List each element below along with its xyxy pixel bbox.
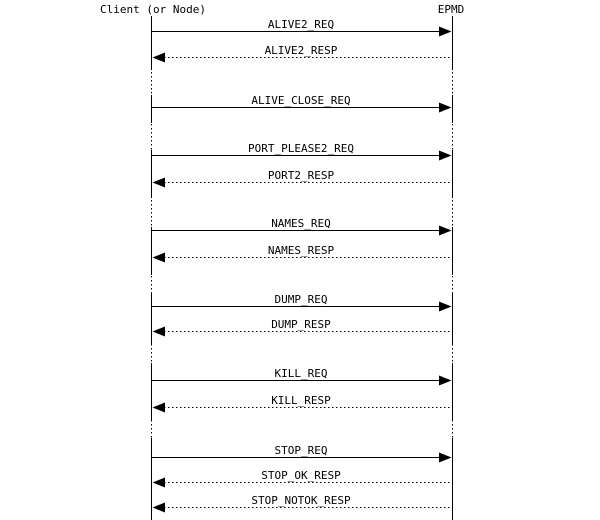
message-label: DUMP_RESP bbox=[271, 318, 331, 331]
arrowhead-left-icon bbox=[152, 177, 165, 188]
message-label: NAMES_REQ bbox=[271, 217, 331, 230]
message-label: DUMP_REQ bbox=[275, 293, 328, 306]
message-alive2-resp: ALIVE2_RESP bbox=[152, 44, 452, 63]
arrowhead-left-icon bbox=[152, 402, 165, 413]
message-label: ALIVE2_REQ bbox=[268, 18, 334, 31]
message-stop-ok-resp: STOP_OK_RESP bbox=[152, 469, 452, 488]
arrowhead-right-icon bbox=[439, 26, 452, 37]
arrowhead-left-icon bbox=[152, 326, 165, 337]
arrowhead-left-icon bbox=[152, 52, 165, 63]
message-label: ALIVE2_RESP bbox=[265, 44, 338, 57]
message-label: ALIVE_CLOSE_REQ bbox=[251, 94, 350, 107]
arrowhead-left-icon bbox=[152, 477, 165, 488]
arrowhead-right-icon bbox=[439, 225, 452, 236]
arrowhead-right-icon bbox=[439, 102, 452, 113]
arrowhead-right-icon bbox=[439, 452, 452, 463]
message-label: NAMES_RESP bbox=[268, 244, 335, 257]
message-label: STOP_OK_RESP bbox=[261, 469, 341, 482]
message-stop-req: STOP_REQ bbox=[152, 444, 452, 463]
actor-label-client: Client (or Node) bbox=[100, 3, 206, 16]
message-alive2-req: ALIVE2_REQ bbox=[152, 18, 452, 37]
arrowhead-left-icon bbox=[152, 252, 165, 263]
message-alive-close-req: ALIVE_CLOSE_REQ bbox=[152, 94, 452, 113]
message-label: PORT_PLEASE2_REQ bbox=[248, 142, 354, 155]
arrowhead-right-icon bbox=[439, 301, 452, 312]
message-port2-resp: PORT2_RESP bbox=[152, 169, 452, 188]
message-label: STOP_REQ bbox=[275, 444, 328, 457]
arrowhead-right-icon bbox=[439, 375, 452, 386]
message-dump-req: DUMP_REQ bbox=[152, 293, 452, 312]
message-label: KILL_REQ bbox=[275, 367, 328, 380]
message-dump-resp: DUMP_RESP bbox=[152, 318, 452, 337]
message-label: PORT2_RESP bbox=[268, 169, 335, 182]
arrowhead-right-icon bbox=[439, 150, 452, 161]
message-kill-req: KILL_REQ bbox=[152, 367, 452, 386]
message-names-req: NAMES_REQ bbox=[152, 217, 452, 236]
message-kill-resp: KILL_RESP bbox=[152, 394, 452, 413]
message-port-please2-req: PORT_PLEASE2_REQ bbox=[152, 142, 452, 161]
message-stop-notok-resp: STOP_NOTOK_RESP bbox=[152, 494, 452, 513]
arrowhead-left-icon bbox=[152, 502, 165, 513]
message-names-resp: NAMES_RESP bbox=[152, 244, 452, 263]
message-label: KILL_RESP bbox=[271, 394, 331, 407]
message-label: STOP_NOTOK_RESP bbox=[251, 494, 351, 507]
actor-label-epmd: EPMD bbox=[438, 3, 465, 16]
